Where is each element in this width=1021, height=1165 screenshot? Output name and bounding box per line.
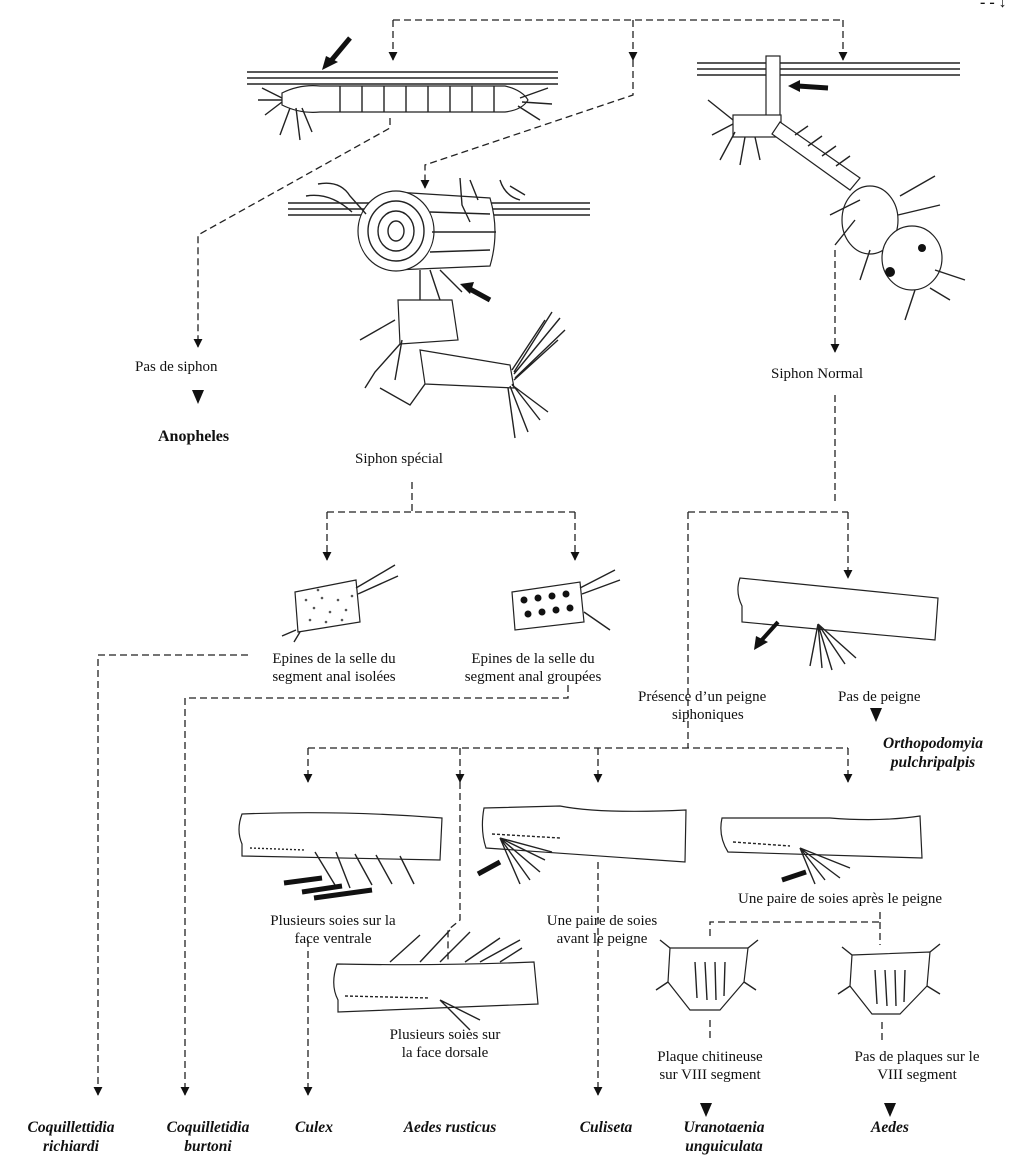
label-pas-de-siphon: Pas de siphon (135, 358, 218, 376)
solid-arrowheads (192, 390, 896, 1117)
taxon-aedes: Aedes (858, 1118, 922, 1137)
taxon-aedes-rusticus: Aedes rusticus (380, 1118, 520, 1137)
label-epines-isolees: Epines de la selle du segment anal isolé… (236, 650, 432, 686)
coquillettidia-larva-drawing (288, 178, 590, 438)
siphon-no-comb-drawing (738, 578, 938, 670)
saddle-isolated-drawing (282, 565, 398, 642)
segment-viii-plate-drawing (656, 940, 758, 1010)
segment-viii-no-plate-drawing (838, 944, 940, 1014)
label-plusieurs-soies-ventrale: Plusieurs soies sur la face ventrale (235, 912, 431, 948)
saddle-grouped-drawing (512, 570, 620, 630)
culicinae-larva-drawing (697, 56, 965, 320)
label-siphon-special: Siphon spécial (355, 450, 443, 468)
label-paire-avant-peigne: Une paire de soies avant le peigne (513, 912, 691, 948)
label-pas-de-peigne: Pas de peigne (838, 688, 920, 706)
siphon-setae-before-comb-drawing (478, 806, 686, 884)
siphon-ventral-setae-drawing (239, 813, 442, 898)
corner-mark: - - ↓ (980, 0, 1007, 12)
siphon-setae-after-comb-drawing (721, 816, 922, 884)
taxon-uranotaenia-unguiculata: Uranotaenia unguiculata (660, 1118, 788, 1156)
taxon-culex: Culex (284, 1118, 344, 1137)
anopheles-larva-drawing (247, 38, 558, 140)
taxon-orthopodomyia: Orthopodomyia pulchripalpis (858, 734, 1008, 772)
label-plusieurs-soies-dorsale: Plusieurs soies sur la face dorsale (355, 1026, 535, 1062)
label-epines-groupees: Epines de la selle du segment anal group… (433, 650, 633, 686)
taxon-culiseta: Culiseta (566, 1118, 646, 1137)
taxon-coquilletidia-burtoni: Coquilletidia burtoni (150, 1118, 266, 1156)
label-plaque-chitineuse: Plaque chitineuse sur VIII segment (628, 1048, 792, 1084)
label-siphon-normal: Siphon Normal (771, 365, 863, 383)
label-presence-peigne: Présence d’un peigne siphoniques (638, 688, 766, 724)
taxon-anopheles: Anopheles (158, 428, 229, 446)
dashed-connectors (98, 20, 882, 1095)
label-paire-apres-peigne: Une paire de soies après le peigne (738, 890, 942, 908)
taxon-coquillettidia-richiardi: Coquillettidia richiardi (10, 1118, 132, 1156)
label-pas-de-plaques: Pas de plaques sur le VIII segment (822, 1048, 1012, 1084)
